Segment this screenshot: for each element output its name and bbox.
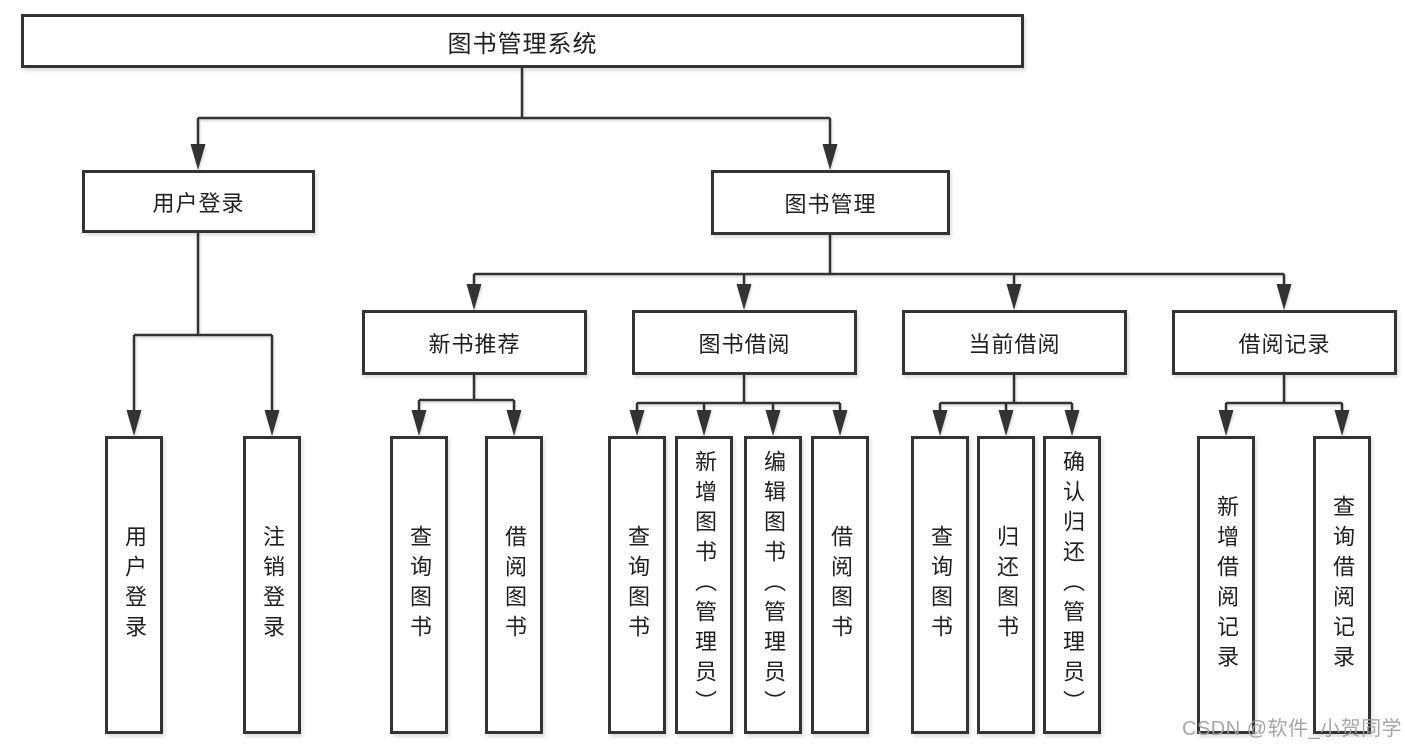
leaf-logout: 注销登录 [243,436,301,734]
node-label: 确认归还（管理员） [1060,450,1085,720]
leaf-query-books-current: 查询图书 [911,436,969,734]
node-label: 用户登录 [152,190,245,216]
node-label: 借阅记录 [1238,331,1331,357]
node-label: 注销登录 [260,525,285,645]
leaf-borrow-books: 借阅图书 [811,436,869,734]
node-label: 借阅图书 [828,525,853,645]
arrow-icon [1064,410,1080,436]
arrow-icon [411,410,427,436]
node-label: 图书管理 [784,191,877,217]
arrow-icon [998,410,1014,436]
arrow-icon [832,410,848,436]
arrow-icon [1276,284,1292,310]
node-new-book-recommendation: 新书推荐 [362,310,587,375]
node-label: 查询图书 [928,525,953,645]
arrow-icon [466,284,482,310]
node-label: 查询借阅记录 [1330,495,1355,675]
node-label: 当前借阅 [968,331,1061,357]
leaf-return-books: 归还图书 [977,436,1035,734]
arrow-heads [126,144,1350,436]
node-label: 图书管理系统 [447,30,598,58]
node-library-management-system: 图书管理系统 [21,14,1024,68]
leaf-query-books-borrowing: 查询图书 [608,436,666,734]
node-label: 编辑图书（管理员） [761,450,786,720]
node-current-borrowing: 当前借阅 [902,310,1127,375]
node-label: 新增借阅记录 [1214,495,1239,675]
node-label: 借阅图书 [502,525,527,645]
node-book-borrowing: 图书借阅 [632,310,857,375]
arrow-icon [1334,410,1350,436]
node-label: 用户登录 [122,525,147,645]
arrow-icon [126,410,142,436]
leaf-query-books-recommend: 查询图书 [390,436,448,734]
arrow-icon [190,144,206,170]
arrow-icon [629,410,645,436]
leaf-edit-book-admin: 编辑图书（管理员） [744,436,802,734]
arrow-icon [264,410,280,436]
csdn-watermark: CSDN @软件_小贺同学 [1182,718,1403,740]
node-book-management: 图书管理 [711,170,950,235]
arrow-icon [736,284,752,310]
arrow-icon [1218,410,1234,436]
arrow-icon [932,410,948,436]
leaf-confirm-return-admin: 确认归还（管理员） [1043,436,1101,734]
leaf-borrow-books-recommend: 借阅图书 [485,436,543,734]
leaf-add-book-admin: 新增图书（管理员） [675,436,733,734]
leaf-user-login: 用户登录 [105,436,163,734]
arrow-icon [506,410,522,436]
node-label: 新增图书（管理员） [692,450,717,720]
leaf-add-borrowing-record: 新增借阅记录 [1197,436,1255,734]
arrow-icon [696,410,712,436]
node-label: 新书推荐 [428,331,521,357]
node-label: 查询图书 [407,525,432,645]
arrow-icon [822,144,838,170]
node-label: 图书借阅 [698,331,791,357]
arrow-icon [1006,284,1022,310]
node-label: 归还图书 [994,525,1019,645]
node-borrowing-records: 借阅记录 [1172,310,1397,375]
arrow-icon [765,410,781,436]
tree-edges [132,68,1344,414]
node-user-login: 用户登录 [82,170,315,233]
node-label: 查询图书 [625,525,650,645]
leaf-query-borrowing-record: 查询借阅记录 [1313,436,1371,734]
